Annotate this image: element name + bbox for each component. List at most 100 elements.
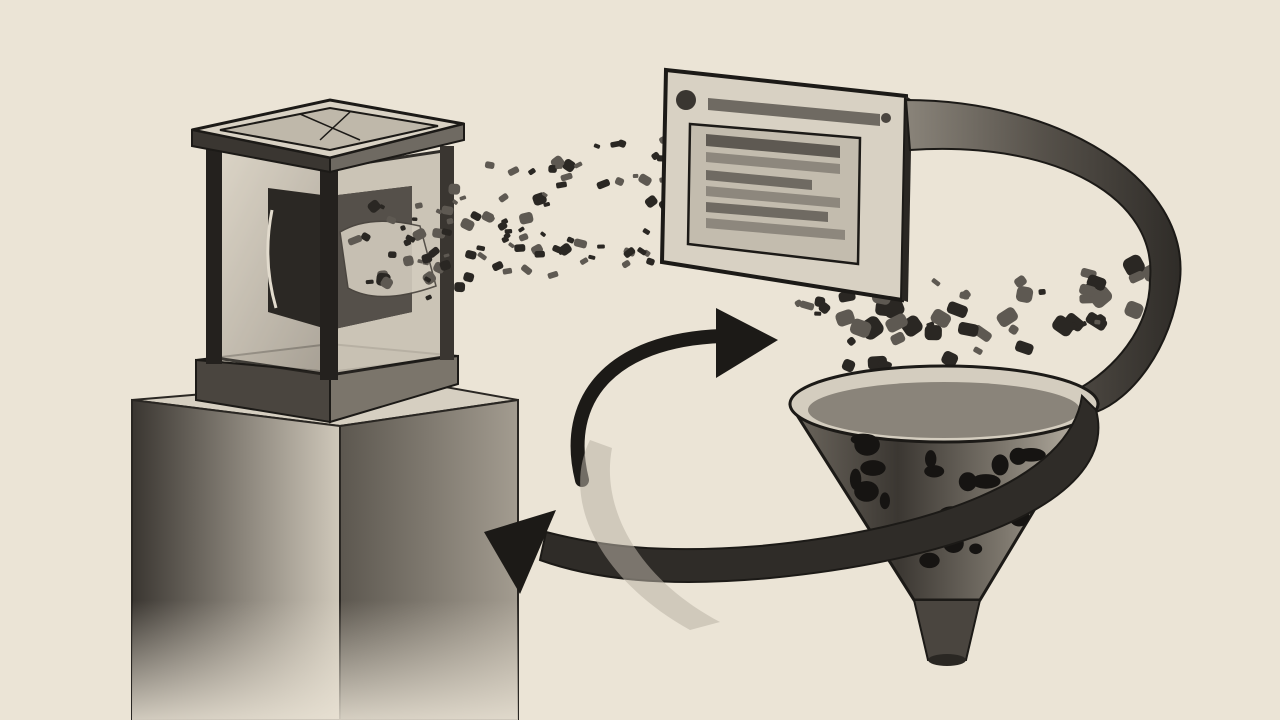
funnel-hole [879,492,891,510]
particle [931,278,941,287]
particle [498,193,509,203]
particle [465,250,477,260]
particle [556,181,567,189]
funnel-hole [991,454,1009,476]
funnel-hole [854,481,879,502]
pedestal [131,376,519,720]
window-dot-icon [676,90,696,110]
particle [388,251,397,259]
particle [402,255,414,267]
funnel-hole [958,472,977,492]
particle [504,228,513,234]
particle [541,192,548,198]
particle [486,213,495,222]
particle [501,236,509,243]
particle [459,195,467,201]
funnel-hole [971,474,1001,489]
particle [441,228,453,236]
particle [508,242,515,249]
particle [621,260,631,269]
particle [484,161,495,169]
particle [835,309,855,327]
particle [814,311,822,316]
particle [400,225,406,231]
particle [547,271,559,279]
funnel-hole [925,450,937,468]
particle [799,300,815,311]
particle [614,177,625,186]
particle [642,228,651,235]
particle [519,212,534,225]
particle [849,318,872,338]
particle [379,204,385,210]
particle [597,244,605,249]
particle [973,346,983,355]
particle [452,199,458,205]
particle [596,179,611,190]
particle [946,301,968,318]
particle [422,271,437,285]
particle [1015,340,1034,355]
particle [957,322,979,337]
cycle-arrow-upper [570,308,778,487]
particle [617,139,627,148]
particle [367,199,381,213]
particle [555,163,563,169]
particle [1038,288,1046,295]
particle [559,243,572,256]
window-close-icon [881,113,891,123]
funnel-hole [969,543,983,555]
particle [521,264,533,275]
particle [1015,286,1034,303]
particle [492,261,504,272]
particle [454,282,466,293]
particle [588,254,596,260]
particle [448,183,461,195]
particle [574,161,583,169]
particle [930,308,952,328]
particle [439,260,451,271]
particle [1122,254,1145,277]
particle [1079,283,1097,297]
particle [818,302,831,314]
particle [502,267,513,275]
particle [414,202,423,209]
particle [1052,315,1075,337]
cycle-arrow-lower [484,393,1100,630]
particle [441,205,454,216]
particle [941,351,959,367]
particle [959,291,970,300]
particle [593,143,601,149]
particle [405,234,416,243]
particle [623,247,636,258]
particle [412,228,427,241]
funnel-hole [919,552,940,569]
particle [794,299,803,308]
particle [562,159,576,173]
particle [421,253,433,264]
particle [365,279,374,285]
particle [446,218,454,225]
particle [1008,324,1019,335]
particle [532,192,547,206]
particle [380,276,394,290]
funnel-hole [924,465,945,478]
particle [566,236,575,244]
particle [996,307,1018,327]
particle [425,294,432,301]
funnel-hole [854,434,880,456]
particle [1128,270,1145,284]
particle [347,234,363,246]
window-content-bars [706,134,845,240]
particle [646,257,655,266]
particle [573,238,588,249]
particle [847,336,856,346]
particle [1014,275,1027,288]
funnel-hole [1009,447,1027,465]
particle [548,164,557,173]
funnel-hole [860,460,886,476]
particle [543,202,551,207]
particle [477,252,487,261]
browser-window [659,67,912,303]
